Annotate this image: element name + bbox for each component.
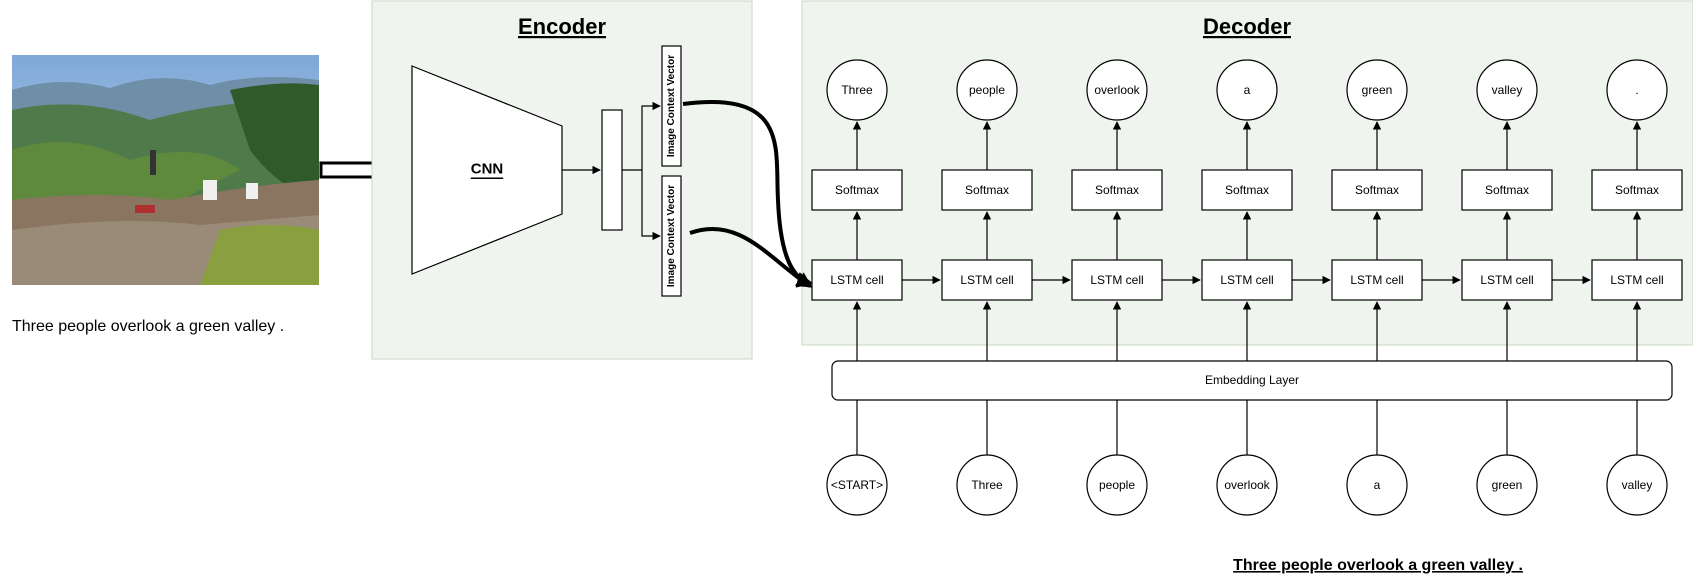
output-token-node	[956, 59, 1018, 121]
context-to-lstm-arrow-top	[682, 100, 814, 288]
input-token-label: overlook	[1224, 478, 1270, 492]
output-token-node	[1346, 59, 1408, 121]
output-token-label: overlook	[1094, 83, 1140, 97]
output-token-node	[1476, 59, 1538, 121]
output-token-label: valley	[1492, 83, 1523, 97]
softmax-box	[1071, 169, 1163, 211]
output-token-label: a	[1244, 83, 1251, 97]
softmax-label: Softmax	[1615, 183, 1659, 197]
lstm-cell	[941, 259, 1033, 301]
output-caption: Three people overlook a green valley .	[1233, 557, 1523, 574]
input-token-label: Three	[971, 478, 1003, 492]
input-token-label: people	[1099, 478, 1135, 492]
softmax-box	[1591, 169, 1683, 211]
softmax-box	[811, 169, 903, 211]
output-token-node	[826, 59, 888, 121]
softmax-label: Softmax	[1355, 183, 1399, 197]
lstm-cell	[1591, 259, 1683, 301]
context-vector-bottom-label: Image Context Vector	[666, 185, 677, 287]
context-to-lstm-arrow-bottom	[689, 226, 813, 288]
context-vector-top-label: Image Context Vector	[666, 55, 677, 157]
output-token-label: people	[969, 83, 1005, 97]
input-caption: Three people overlook a green valley .	[12, 318, 284, 335]
softmax-box	[1331, 169, 1423, 211]
lstm-cell-label: LSTM cell	[1220, 273, 1273, 287]
softmax-label: Softmax	[965, 183, 1009, 197]
context-vector-top	[661, 45, 682, 167]
decoder-title: Decoder	[1203, 14, 1291, 39]
encoder-title: Encoder	[518, 14, 606, 39]
context-vector-bottom	[661, 175, 682, 297]
softmax-label: Softmax	[835, 183, 879, 197]
input-token-label: valley	[1622, 478, 1653, 492]
lstm-cell-label: LSTM cell	[1610, 273, 1663, 287]
output-token-node	[1216, 59, 1278, 121]
input-token-label: a	[1374, 478, 1381, 492]
embedding-layer-label: Embedding Layer	[1205, 373, 1299, 387]
lstm-cell	[811, 259, 903, 301]
lstm-cell-label: LSTM cell	[960, 273, 1013, 287]
lstm-cell-label: LSTM cell	[1350, 273, 1403, 287]
output-token-label: green	[1362, 83, 1393, 97]
input-photo	[12, 55, 319, 285]
lstm-cell-label: LSTM cell	[1480, 273, 1533, 287]
feature-vector	[601, 109, 623, 231]
feature-to-context-top	[622, 101, 661, 171]
embedding-layer	[831, 360, 1673, 401]
output-token-label: .	[1635, 83, 1638, 97]
cnn-block	[411, 65, 563, 275]
lstm-cell-label: LSTM cell	[830, 273, 883, 287]
softmax-label: Softmax	[1485, 183, 1529, 197]
lstm-cell	[1201, 259, 1293, 301]
input-token-label: <START>	[831, 478, 883, 492]
input-token-label: green	[1492, 478, 1523, 492]
feature-to-context-bottom	[641, 170, 661, 241]
output-token-label: Three	[841, 83, 873, 97]
output-token-node	[1086, 59, 1148, 121]
softmax-box	[1201, 169, 1293, 211]
softmax-label: Softmax	[1225, 183, 1269, 197]
lstm-cell-label: LSTM cell	[1090, 273, 1143, 287]
output-token-node	[1606, 59, 1668, 121]
softmax-box	[941, 169, 1033, 211]
cnn-label: CNN	[471, 161, 504, 178]
softmax-label: Softmax	[1095, 183, 1139, 197]
